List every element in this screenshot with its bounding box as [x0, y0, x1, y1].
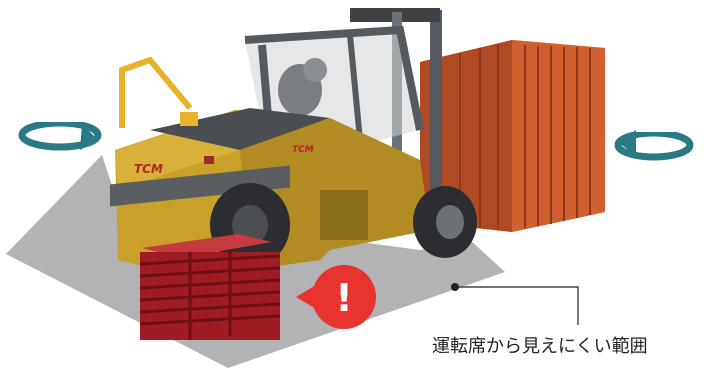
- blind-zone-caption: 運転席から見えにくい範囲: [432, 336, 648, 357]
- warning-icon: !: [296, 265, 376, 329]
- rotate-arrow-left-icon: [18, 100, 102, 151]
- brand-label-front: TCM: [134, 162, 163, 176]
- forklift-wheel-front: [413, 186, 477, 258]
- brand-label-side: TCM: [292, 145, 314, 155]
- shipping-container: [420, 40, 605, 232]
- warning-symbol: !: [335, 276, 352, 320]
- caption-leader: [451, 283, 579, 325]
- pallet-stack: [139, 234, 281, 340]
- rotate-arrow-right-icon: [614, 110, 695, 161]
